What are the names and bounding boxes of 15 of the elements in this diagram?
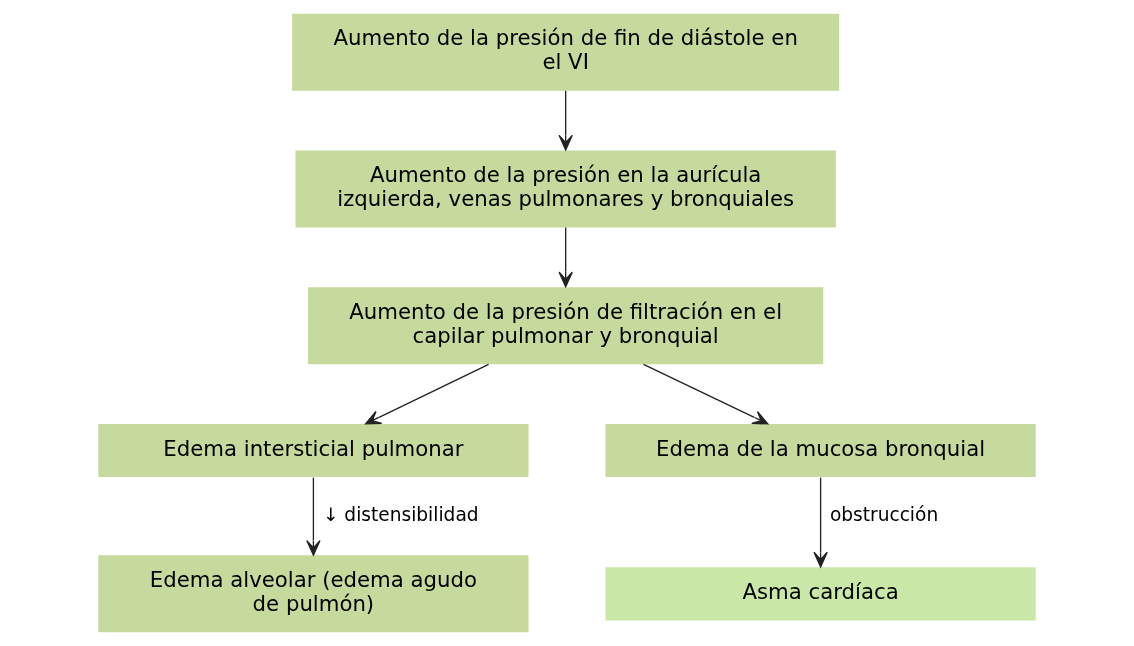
arrow — [306, 476, 321, 556]
arrow — [365, 363, 490, 425]
edge-label: ↓ distensibilidad — [322, 504, 479, 526]
node-box: Edema intersticial pulmonar — [98, 423, 529, 477]
arrow — [813, 476, 828, 568]
node-box: Aumento de la presión en la aurícula izquierda, venas pulmonares y bronquiales — [295, 150, 836, 228]
node-box: Aumento de la presión de filtración en el capilar pulmonar y bronquial — [308, 287, 824, 365]
node-box: Asma cardíaca — [605, 567, 1036, 621]
arrow — [558, 226, 573, 288]
edge-label: obstrucción — [829, 504, 939, 526]
node-box: Edema alveolar (edema agudo de pulmón) — [98, 555, 529, 633]
arrow — [558, 90, 573, 151]
node-box: Edema de la mucosa bronquial — [605, 423, 1036, 477]
arrow — [642, 363, 769, 425]
node-box: Aumento de la presión de fin de diástole en el VI — [292, 13, 840, 91]
